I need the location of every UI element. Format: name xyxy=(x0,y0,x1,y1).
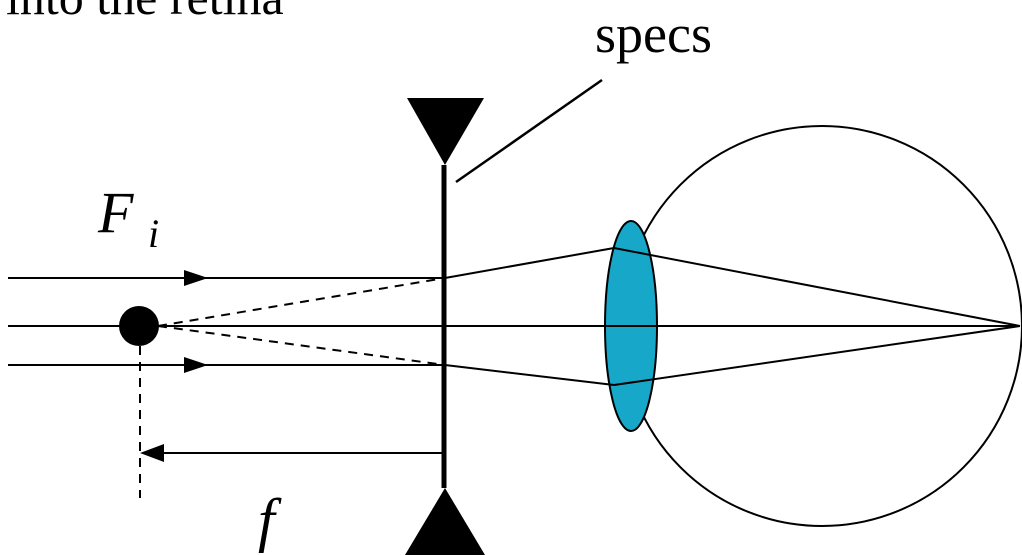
ray-lower-diverged xyxy=(444,364,615,386)
arrow-left-icon xyxy=(140,444,164,462)
arrow-right-icon xyxy=(184,270,208,286)
virtual-ray-upper xyxy=(157,277,446,327)
ray-upper-diverged xyxy=(444,247,615,279)
focal-point-dot xyxy=(119,306,159,346)
specs-leader-line xyxy=(455,78,603,184)
concave-lens-top-triangle-icon xyxy=(407,98,484,165)
ray-lower-to-retina xyxy=(613,325,1021,386)
specs-label: specs xyxy=(595,4,712,64)
concave-lens-bottom-triangle-icon xyxy=(405,488,485,555)
arrow-right-icon xyxy=(184,357,208,373)
focal-point-label: F xyxy=(97,180,134,245)
ray-upper-to-retina xyxy=(613,247,1021,327)
virtual-ray-lower xyxy=(157,325,446,366)
focal-point-label-subscript: i xyxy=(148,211,159,256)
top-partial-text: into the retina xyxy=(6,0,284,25)
focal-length-label: f xyxy=(258,487,282,553)
